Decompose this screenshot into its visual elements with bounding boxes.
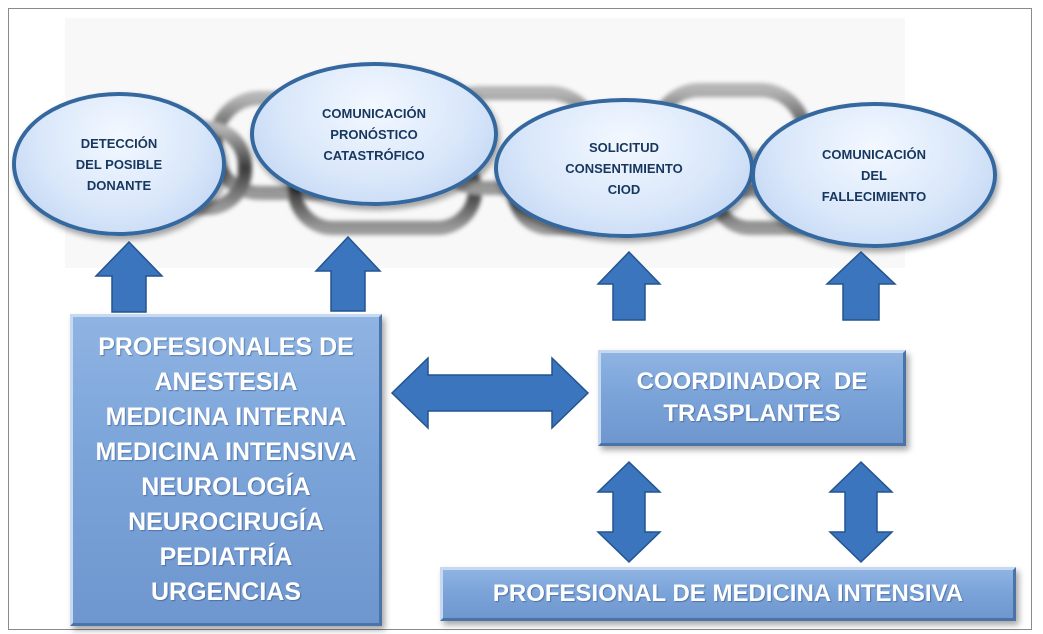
double-arrow-vertical-1 [596, 460, 662, 564]
professionals-line: MEDICINA INTENSIVA [95, 438, 357, 466]
professionals-line: NEUROCIRUGÍA [128, 508, 324, 536]
up-arrow-3 [596, 250, 662, 321]
professionals-line: PEDIATRÍA [159, 543, 293, 571]
ellipse-deteccion-posible-donante: DETECCIÓN DEL POSIBLE DONANTE [12, 92, 226, 236]
up-arrow-2 [314, 235, 382, 312]
professionals-line: PROFESIONALES DE [98, 333, 354, 361]
ellipse-solicitud-label: SOLICITUD CONSENTIMIENTO CIOD [565, 139, 683, 197]
ellipse-comunicacion-pronostico: COMUNICACIÓN PRONÓSTICO CATASTRÓFICO [250, 62, 498, 206]
coordinator-line: COORDINADOR DE [636, 368, 868, 395]
double-arrow-horizontal [390, 356, 590, 430]
ellipse-pronostico-label: COMUNICACIÓN PRONÓSTICO CATASTRÓFICO [322, 105, 426, 163]
professionals-line: NEUROLOGÍA [141, 473, 311, 501]
professionals-line: ANESTESIA [154, 368, 298, 396]
ellipse-fallecimiento-label: COMUNICACIÓN DEL FALLECIMIENTO [821, 146, 927, 204]
coordinator-box: COORDINADOR DE TRASPLANTES [598, 350, 906, 446]
double-arrow-vertical-2 [828, 460, 894, 564]
ellipse-comunicacion-fallecimiento: COMUNICACIÓN DEL FALLECIMIENTO [751, 102, 997, 248]
intensive-medicine-box: PROFESIONAL DE MEDICINA INTENSIVA [440, 567, 1016, 621]
coordinator-line: TRASPLANTES [663, 400, 841, 427]
up-arrow-4 [825, 250, 897, 321]
intensive-medicine-label: PROFESIONAL DE MEDICINA INTENSIVA [492, 580, 964, 607]
ellipse-solicitud-consentimiento: SOLICITUD CONSENTIMIENTO CIOD [494, 98, 754, 238]
ellipse-deteccion-label: DETECCIÓN DEL POSIBLE DONANTE [75, 135, 163, 193]
professionals-box: PROFESIONALES DE ANESTESIA MEDICINA INTE… [70, 314, 382, 626]
professionals-line: URGENCIAS [150, 578, 301, 606]
professionals-line: MEDICINA INTERNA [105, 403, 347, 431]
up-arrow-1 [94, 240, 164, 313]
